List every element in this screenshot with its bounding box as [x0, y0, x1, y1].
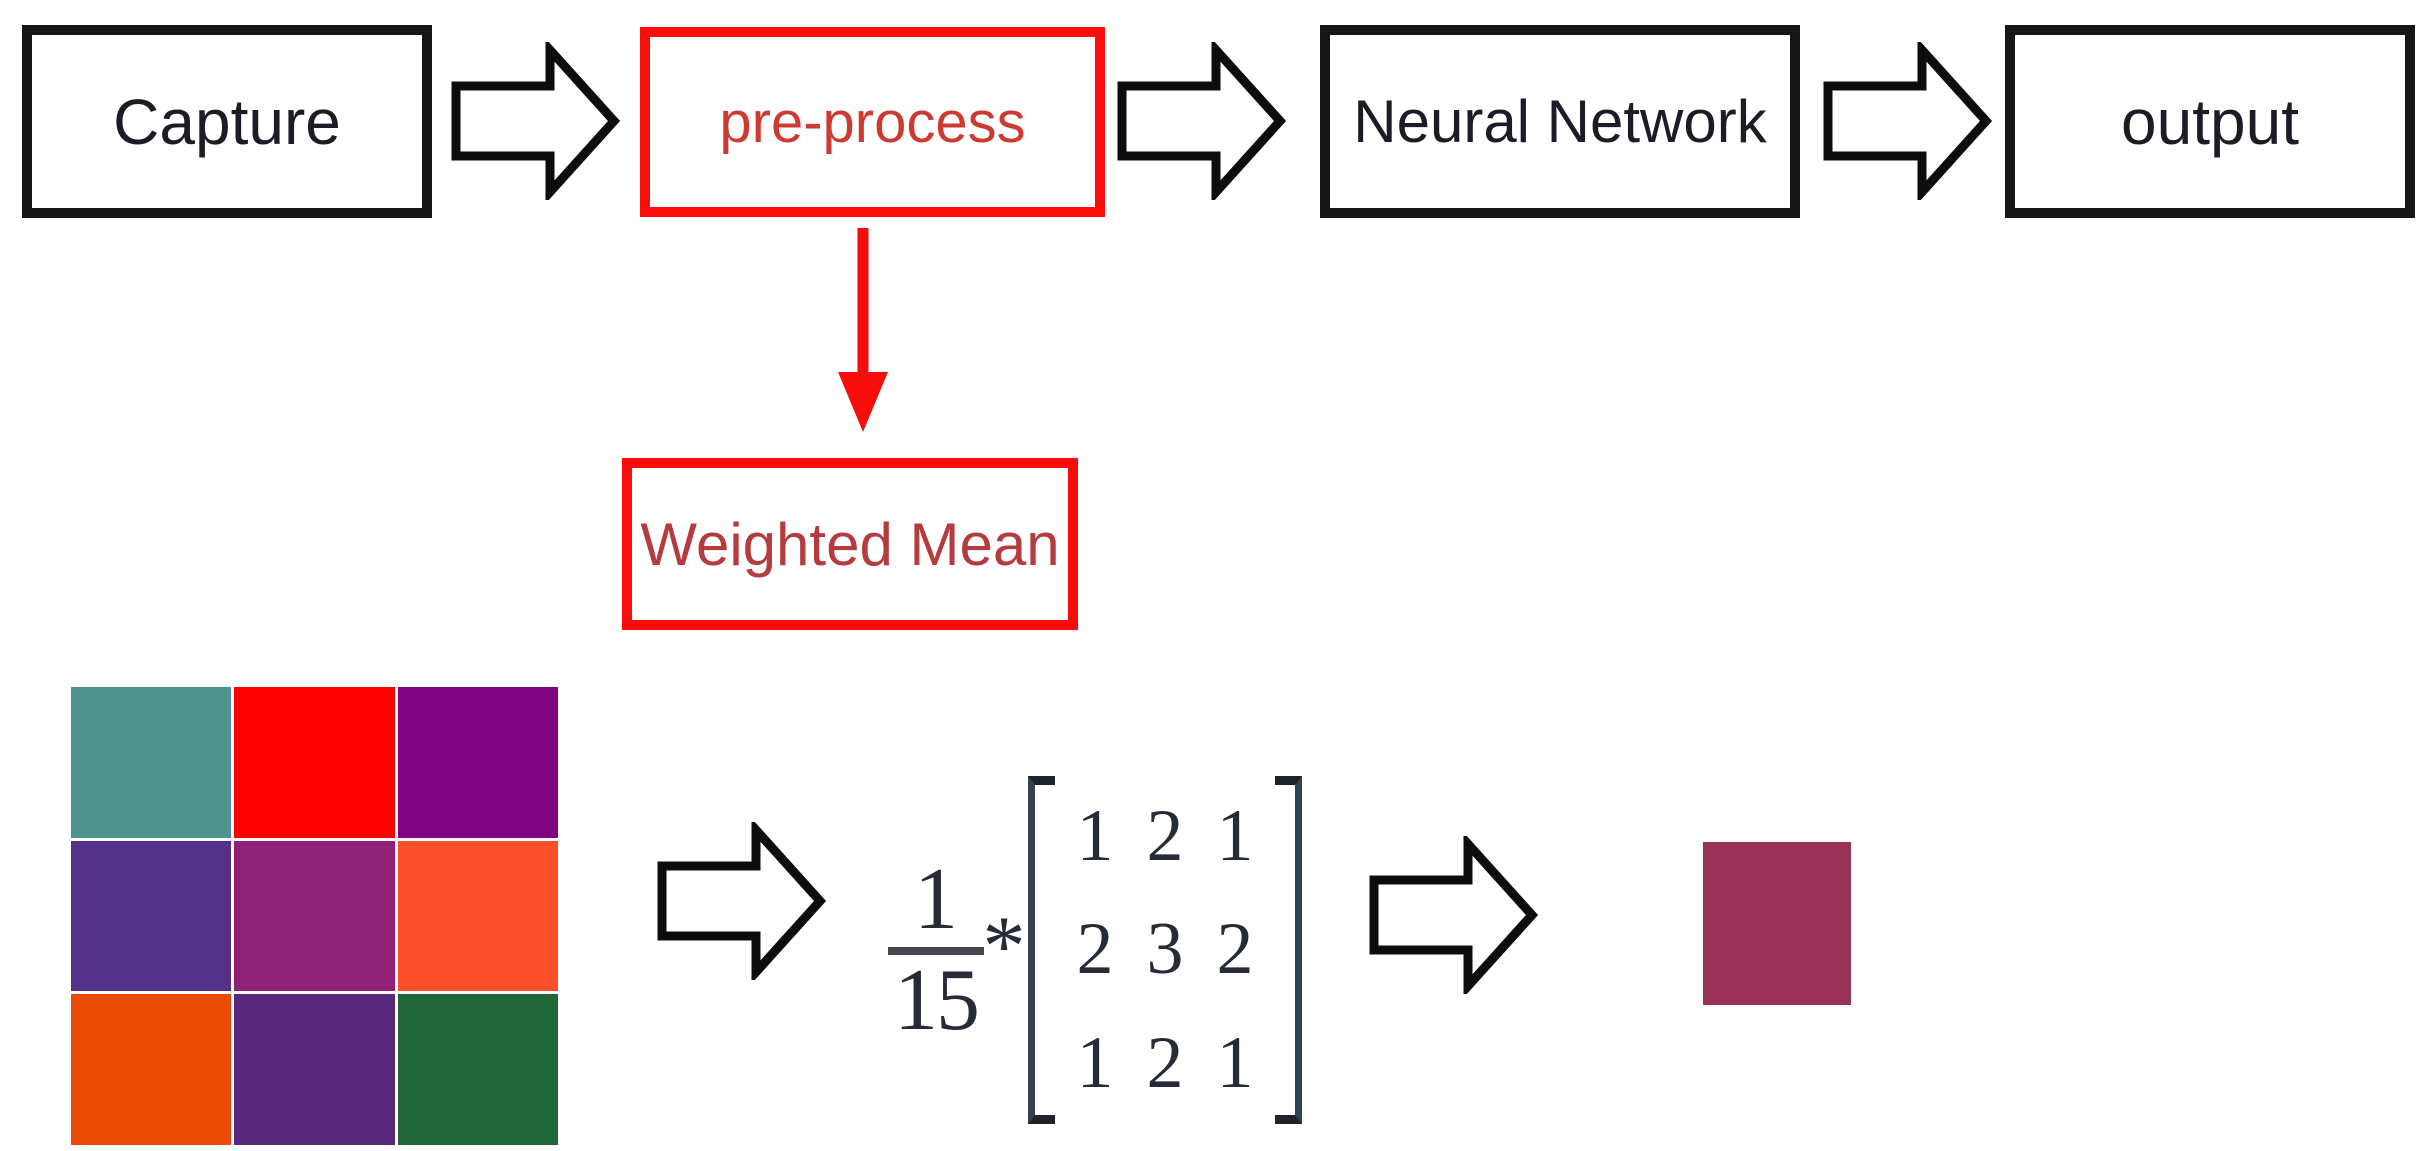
flow-arrow-icon [1823, 42, 1992, 200]
matrix-values: 1 2 1 2 3 2 1 2 1 [1060, 780, 1270, 1120]
pixel-cell-r1c0 [71, 840, 232, 992]
pixel-cell-r1c2 [397, 840, 558, 992]
flow-box-neural-network-label: Neural Network [1353, 88, 1767, 155]
fraction-numerator: 1 [914, 851, 958, 948]
kernel-matrix: 1 2 1 2 3 2 1 2 1 [1028, 776, 1302, 1124]
down-arrow-icon [838, 228, 888, 432]
kernel-fraction: 1 15 [884, 851, 988, 1049]
matrix-cell: 1 [1216, 1021, 1254, 1104]
matrix-cell: 1 [1216, 795, 1254, 878]
pixel-cell-r2c0 [71, 994, 232, 1145]
result-pixel-swatch [1703, 842, 1851, 1005]
flow-box-preprocess-label: pre-process [719, 89, 1026, 155]
pixel-cell-r0c0 [71, 687, 232, 838]
fraction-bar [888, 947, 984, 955]
pixel-cell-r1c1 [234, 840, 395, 992]
matrix-cell: 2 [1146, 1021, 1184, 1104]
pixel-cell-r0c1 [234, 687, 395, 838]
matrix-cell: 1 [1076, 1021, 1114, 1104]
flow-arrow-icon [1369, 836, 1538, 994]
flow-arrow-icon [1117, 42, 1286, 200]
matrix-cell: 3 [1146, 908, 1184, 991]
matrix-cell: 2 [1146, 795, 1184, 878]
weighted-mean-label: Weighted Mean [640, 510, 1060, 578]
flow-arrow-icon [451, 42, 620, 200]
flow-box-preprocess: pre-process [640, 27, 1105, 217]
flow-box-capture: Capture [22, 25, 432, 218]
flow-box-output-label: output [2121, 85, 2299, 158]
matrix-right-bracket-icon [1275, 776, 1302, 1124]
flow-box-output: output [2005, 25, 2415, 218]
fraction-denominator: 15 [894, 952, 980, 1049]
weighted-mean-box: Weighted Mean [622, 458, 1078, 630]
flow-box-capture-label: Capture [113, 85, 341, 158]
matrix-cell: 2 [1076, 908, 1114, 991]
pixel-cell-r0c2 [397, 687, 558, 838]
flow-box-neural-network: Neural Network [1320, 25, 1800, 218]
matrix-left-bracket-icon [1028, 776, 1055, 1124]
matrix-cell: 2 [1216, 908, 1254, 991]
flow-arrow-icon [657, 822, 826, 980]
pixel-cell-r2c2 [397, 994, 558, 1145]
matrix-cell: 1 [1076, 795, 1114, 878]
pixel-cell-r2c1 [234, 994, 395, 1145]
multiply-operator: * [982, 898, 1026, 994]
pixel-grid [71, 687, 558, 1145]
